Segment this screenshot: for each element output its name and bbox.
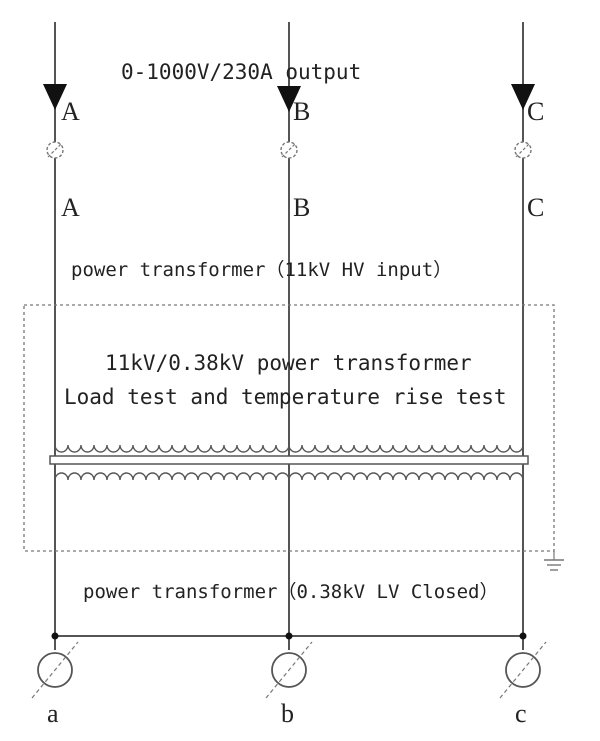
meter-c-icon	[499, 641, 547, 699]
arrow-b-icon	[277, 86, 301, 112]
junction-a	[51, 632, 59, 640]
phase-c-upper-label: C	[527, 97, 544, 126]
meter-b-label: b	[281, 699, 294, 728]
meter-a-icon	[31, 641, 79, 699]
meter-b-icon	[265, 641, 313, 699]
transformer-core	[49, 455, 529, 465]
hv-input-label: power transformer（11kV HV input）	[71, 259, 452, 281]
junction-c	[519, 632, 527, 640]
transformer-title: 11kV/0.38kV power transformer	[105, 351, 472, 375]
connector-b-slash	[281, 142, 297, 158]
ground-icon	[544, 551, 564, 571]
lv-closed-label: power transformer（0.38kV LV Closed）	[83, 581, 499, 603]
phase-b-lower-label: B	[293, 193, 310, 222]
junction-b	[285, 632, 293, 640]
connector-c-slash	[515, 142, 531, 158]
phase-c-lower-label: C	[527, 193, 544, 222]
phase-a-upper-label: A	[61, 97, 80, 126]
arrow-a-icon	[43, 84, 67, 110]
transformer-subtitle: Load test and temperature rise test	[64, 385, 507, 409]
secondary-winding	[54, 472, 524, 487]
phase-b-upper-label: B	[293, 97, 310, 126]
output-label: 0-1000V/230A output	[121, 60, 361, 84]
primary-winding	[54, 438, 524, 453]
transformer-boundary	[23, 304, 555, 552]
meter-c-label: c	[515, 699, 527, 728]
phase-a-lower-label: A	[61, 193, 80, 222]
connector-a-slash	[47, 142, 63, 158]
arrow-c-icon	[511, 84, 535, 110]
meter-a-label: a	[47, 699, 59, 728]
